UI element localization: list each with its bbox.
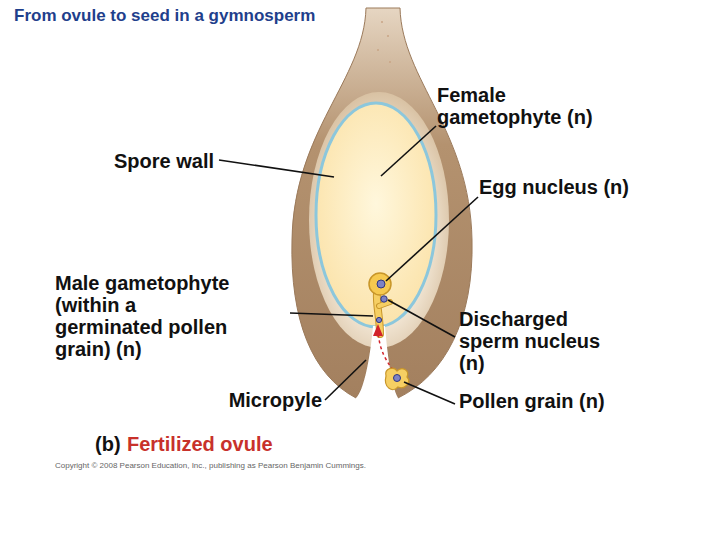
panel-letter: (b) — [95, 433, 121, 455]
megasporangium — [309, 92, 449, 348]
structure-label: Pollen grain (n) — [459, 390, 605, 412]
leader-line — [325, 360, 366, 400]
path-arrowhead — [373, 324, 383, 336]
leader-lines — [219, 126, 478, 404]
leader-line — [381, 126, 436, 176]
pollen-path — [378, 332, 393, 370]
egg-nucleus — [377, 280, 385, 288]
structure-label: Female gametophyte (n) — [437, 84, 627, 128]
stalk-texture — [377, 21, 391, 63]
structure-label: Micropyle — [229, 389, 322, 411]
leader-line — [219, 160, 334, 177]
sperm-nucleus — [381, 296, 387, 302]
structure-label: Spore wall — [114, 150, 214, 172]
structure-label: Discharged sperm nucleus (n) — [459, 308, 619, 374]
copyright-note: Copyright © 2008 Pearson Education, Inc.… — [55, 461, 366, 471]
pollen-nucleus — [394, 375, 401, 382]
panel-caption: Fertilized ovule — [127, 433, 273, 455]
diagram-title: From ovule to seed in a gymnosperm — [14, 6, 315, 26]
pollen-grain — [385, 368, 408, 389]
structure-label: Egg nucleus (n) — [479, 176, 629, 198]
structure-label: Male gametophyte (within a germinated po… — [55, 272, 241, 360]
leader-line — [404, 382, 455, 404]
egg-cell — [369, 273, 391, 295]
leader-line — [386, 197, 478, 281]
leader-line — [290, 313, 373, 316]
female-gametophyte — [316, 103, 436, 327]
tube-nucleus — [376, 317, 381, 322]
leader-line — [388, 300, 455, 337]
integument — [292, 8, 472, 398]
